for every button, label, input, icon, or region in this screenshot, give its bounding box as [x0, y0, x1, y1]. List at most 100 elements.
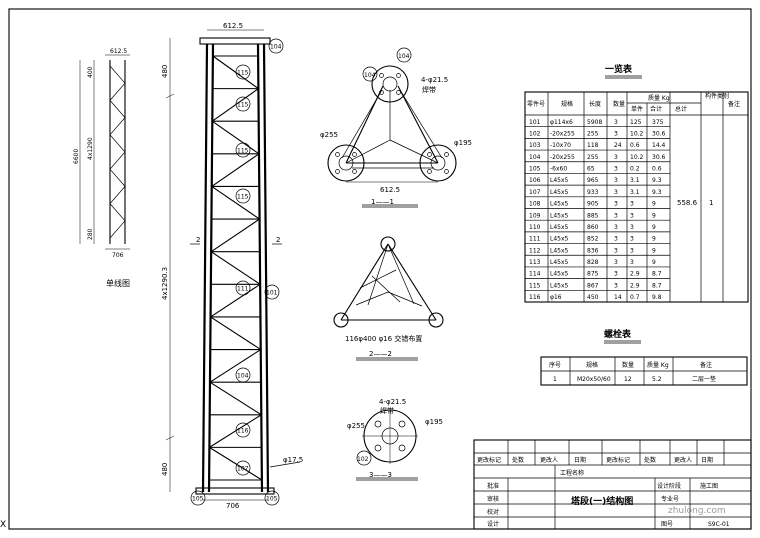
bottom-segment-dim: 480 — [161, 463, 169, 476]
parts-cell: 113 — [529, 259, 541, 266]
tower-diagonal — [211, 120, 260, 155]
part-balloon — [235, 422, 251, 438]
parts-cell: 5908 — [587, 119, 602, 126]
parts-cell: 3 — [614, 119, 618, 126]
parts-cell: L45x5 — [550, 224, 569, 231]
sec3-dia-outer: φ255 — [347, 422, 365, 430]
flange-tube — [382, 76, 398, 92]
dept-label: 专业号 — [661, 495, 679, 503]
part-balloon — [268, 38, 284, 54]
parts-cell: 828 — [587, 259, 599, 266]
revision-header: 更改人 — [674, 456, 692, 464]
tower-diagonal — [209, 446, 263, 481]
parts-cell: 3 — [614, 212, 618, 219]
stage-label: 设计阶段 — [657, 482, 681, 490]
part-balloon — [235, 64, 251, 80]
bolt-hole — [398, 420, 406, 428]
parts-cell: 450 — [587, 294, 599, 301]
leg-tube — [333, 312, 349, 328]
sec1-right-dia: φ195 — [454, 139, 472, 147]
tower-diagonal — [209, 414, 262, 448]
revision-header: 更改人 — [540, 456, 558, 464]
section-2-2: 116φ400 φ16 交错布置 2——2 — [333, 236, 444, 361]
part-balloon — [264, 490, 280, 506]
bolt-hole — [335, 169, 340, 174]
revision-header: 更改标记 — [477, 456, 501, 464]
parts-h-weight: 质量 Kg — [648, 94, 670, 102]
parts-cell: 3 — [614, 224, 618, 231]
parts-cell: 3.1 — [630, 177, 640, 184]
part-balloon-label: 104 — [237, 373, 249, 380]
parts-cell: 3 — [630, 236, 634, 243]
parts-cell: 108 — [529, 201, 541, 208]
parts-cell: φ16 — [550, 294, 562, 301]
sec1-bolt-note: 4-φ21.5 — [421, 76, 448, 84]
parts-cell: 3 — [630, 201, 634, 208]
parts-class-value: 1 — [709, 199, 713, 207]
parts-cell: 3 — [614, 201, 618, 208]
parts-cell: 9 — [652, 236, 656, 243]
parts-cell: -6x60 — [550, 166, 567, 173]
mini-diagonal — [109, 100, 126, 118]
parts-cell: L45x5 — [550, 212, 569, 219]
bolt-hole — [335, 152, 340, 157]
part-balloon — [264, 284, 280, 300]
parts-cell: 65 — [587, 166, 595, 173]
parts-cell: 9 — [652, 259, 656, 266]
project-label: 工程名称 — [560, 469, 584, 477]
parts-h-spec: 规格 — [561, 100, 573, 108]
parts-cell: -10x70 — [550, 142, 571, 149]
watermark: zhulong.com — [668, 506, 726, 516]
parts-cell: 9 — [652, 247, 656, 254]
parts-cell: 3 — [630, 224, 634, 231]
sec3-part: 102 — [357, 456, 369, 463]
parts-cell: 0.7 — [630, 294, 640, 301]
mini-dim-total: 6600 — [73, 149, 80, 164]
parts-cell: 885 — [587, 212, 599, 219]
sec3-weld-note: 焊带 — [380, 406, 394, 415]
top-width-dim: 612.5 — [223, 22, 243, 30]
bolt-hole — [352, 152, 357, 157]
bolt-row-spec: M20x50/60 — [577, 376, 611, 383]
part-balloon — [235, 460, 251, 476]
mini-bottom-dim: 706 — [112, 252, 124, 259]
parts-cell: 10.2 — [630, 130, 644, 137]
bolt-hole — [379, 90, 384, 95]
parts-h-length: 长度 — [589, 100, 601, 108]
parts-cell: L45x5 — [550, 282, 569, 289]
bolt-hole — [444, 169, 449, 174]
parts-cell: 103 — [529, 142, 541, 149]
part-balloon-label: 116 — [237, 428, 249, 435]
parts-cell: 3 — [614, 247, 618, 254]
dwg-no-label: 图号 — [661, 521, 673, 528]
bolt-hole — [396, 90, 401, 95]
parts-cell: 255 — [587, 154, 599, 161]
parts-cell: 255 — [587, 130, 599, 137]
base-bolt-note: φ17.5 — [283, 456, 303, 464]
parts-cell: 105 — [529, 166, 541, 173]
parts-cell: L45x5 — [550, 177, 569, 184]
section-3-3: 4-φ21.5 焊带 φ255 φ195 102 3——3 — [347, 398, 443, 481]
revision-header: 处数 — [644, 456, 656, 464]
part-balloon-label: 101 — [266, 290, 278, 297]
flange-tube — [338, 155, 354, 171]
parts-cell: 3 — [614, 259, 618, 266]
parts-cell: L45x5 — [550, 247, 569, 254]
role-check: 校对 — [487, 508, 499, 516]
parts-cell: 107 — [529, 189, 541, 196]
mini-dim-main: 4x1290 — [87, 137, 94, 160]
parts-cell: 860 — [587, 224, 599, 231]
parts-cell: 3 — [614, 189, 618, 196]
part-balloon-label: 111 — [237, 286, 249, 293]
bolt-row-weight: 5.2 — [652, 376, 662, 383]
bolt-hole — [374, 444, 382, 452]
tower-elevation: 612.5 706 480 4x1290.3 480 2 2 φ17.5 104… — [161, 22, 303, 510]
role-design: 设计 — [487, 520, 499, 528]
bolt-table-title: 螺栓表 — [604, 328, 632, 340]
parts-h-class: 构件类别 — [705, 92, 729, 100]
flange-plate — [327, 144, 365, 182]
parts-cell: 116 — [529, 294, 541, 301]
parts-cell: 111 — [529, 236, 541, 243]
parts-cell: 3.1 — [630, 189, 640, 196]
